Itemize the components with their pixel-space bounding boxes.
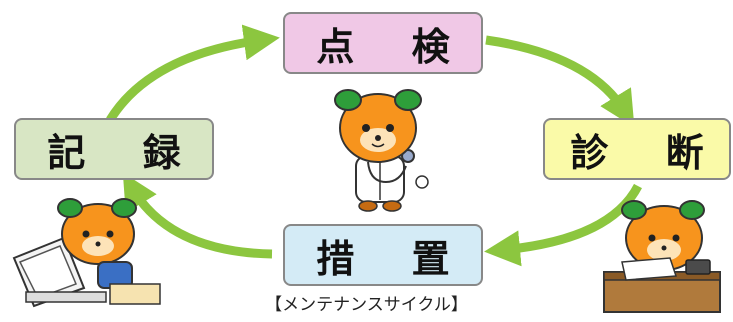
arrow-record-to-inspection	[106, 24, 280, 123]
arrow-measures-to-record	[122, 172, 273, 259]
measures-label: 措 置	[316, 236, 472, 281]
arrow-diagnosis-to-measures	[484, 183, 642, 267]
doctor-mascot	[334, 89, 429, 212]
arrow-inspection-to-diagnosis	[485, 35, 635, 128]
diagram-caption: 【メンテナンスサイクル】	[265, 295, 468, 315]
diagnosis-label: 診 断	[570, 130, 726, 175]
desk-writing-mascot	[603, 200, 721, 313]
inspection-box: 点 検	[283, 12, 483, 74]
record-box: 記 録	[14, 118, 214, 180]
inspection-label: 点 検	[316, 24, 472, 69]
record-label: 記 録	[47, 130, 203, 175]
measures-box: 措 置	[283, 224, 483, 286]
diagnosis-box: 診 断	[543, 118, 731, 180]
computer-mascot	[12, 198, 161, 308]
